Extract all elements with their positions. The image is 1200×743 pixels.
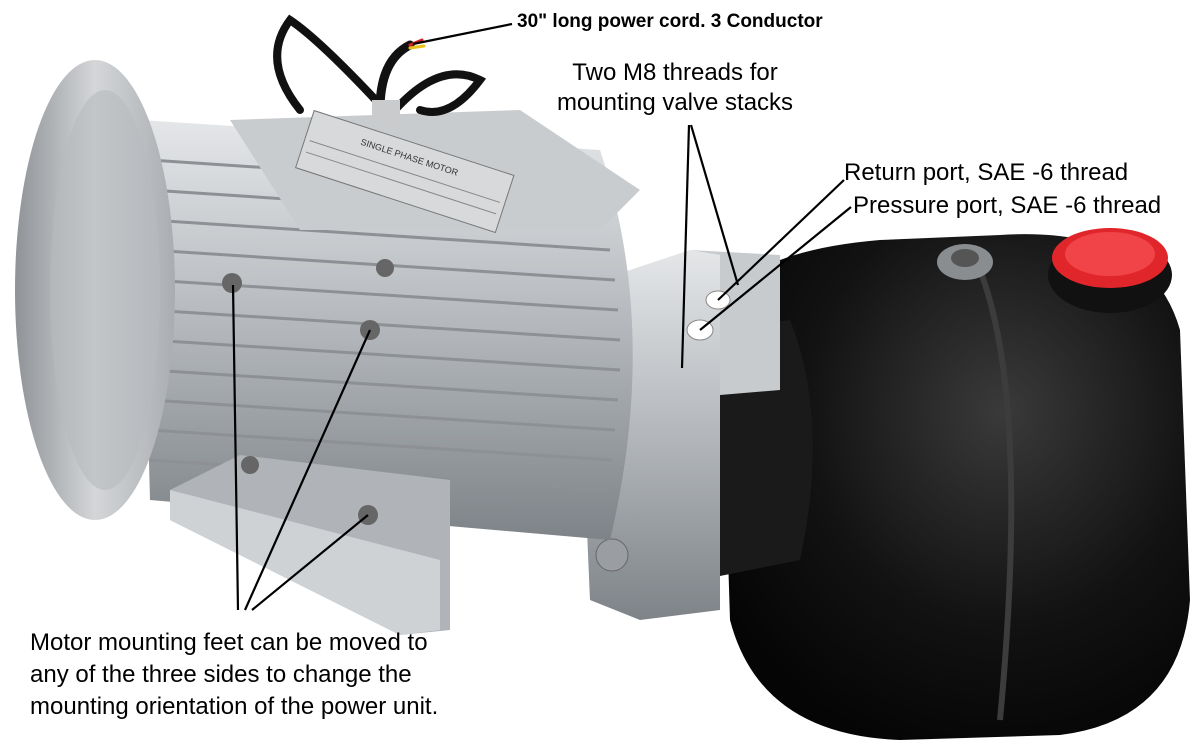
m8-threads-line: Two M8 threads for — [572, 59, 778, 86]
mounting-feet-line: mounting orientation of the power unit. — [30, 693, 439, 720]
mounting-feet-label: Motor mounting feet can be moved to any … — [30, 627, 438, 723]
feet-leader-3 — [251, 514, 369, 611]
drain-plug — [595, 538, 629, 572]
m8-leader-2 — [689, 124, 740, 286]
electric-motor: SINGLE PHASE MOTOR — [15, 60, 640, 540]
feet-leader-1 — [231, 284, 240, 611]
feet-leader-2 — [243, 329, 372, 611]
pressure-port-label: Pressure port, SAE -6 thread — [853, 192, 1162, 219]
return-port-leader — [717, 179, 845, 301]
breather-cap-icon — [1048, 228, 1172, 313]
power-cord-leader — [412, 22, 513, 46]
mounting-feet-line: Motor mounting feet can be moved to — [30, 629, 428, 656]
m8-threads-label: Two M8 threads for mounting valve stacks — [546, 58, 804, 118]
callout-lines — [231, 22, 852, 611]
m8-threads-line: mounting valve stacks — [556, 89, 794, 116]
power-cord-label: 30" long power cord. 3 Conductor — [517, 11, 823, 32]
pressure-port-leader — [699, 206, 852, 331]
return-port-label: Return port, SAE -6 thread — [844, 159, 1129, 186]
oil-tank — [720, 234, 1190, 740]
mounting-feet-line: any of the three sides to change the — [30, 661, 412, 688]
power-cord — [273, 14, 487, 126]
m8-leader-1 — [680, 124, 691, 369]
